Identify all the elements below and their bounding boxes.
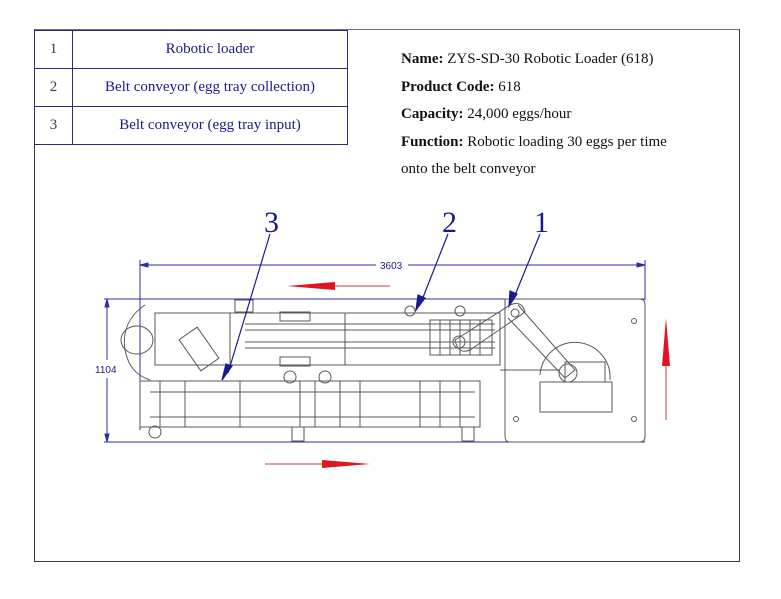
- product-function-cont: onto the belt conveyor: [401, 161, 536, 177]
- width-dimension: [139, 260, 646, 430]
- robot-base-plate: [500, 298, 646, 443]
- collection-conveyor: [154, 299, 501, 372]
- name-label: Name:: [401, 51, 444, 67]
- callout-3: 3: [264, 206, 279, 239]
- function-label: Function:: [401, 133, 464, 150]
- flow-arrow-left: [287, 282, 390, 290]
- product-function: Function: Robotic loading 30 eggs per ti…: [401, 129, 667, 157]
- flow-arrow-right: [265, 460, 370, 468]
- parts-legend-table: 1 Robotic loader 2 Belt conveyor (egg tr…: [34, 30, 348, 145]
- product-capacity: Capacity: 24,000 eggs/hour: [401, 101, 667, 129]
- capacity-label: Capacity:: [401, 106, 464, 122]
- product-name: Name: ZYS-SD-30 Robotic Loader (618): [401, 46, 667, 74]
- input-conveyor: [139, 370, 481, 442]
- callout-2: 2: [442, 206, 457, 239]
- function-value: Robotic loading 30 eggs per time: [467, 133, 667, 150]
- callout-leaders: [221, 233, 541, 381]
- capacity-value: 24,000 eggs/hour: [467, 106, 572, 122]
- callout-1: 1: [534, 206, 549, 239]
- guard-rail: [120, 304, 154, 381]
- legend-row: 3 Belt conveyor (egg tray input): [34, 106, 348, 145]
- code-label: Product Code:: [401, 78, 495, 95]
- code-value: 618: [498, 78, 521, 95]
- product-info: Name: ZYS-SD-30 Robotic Loader (618) Pro…: [401, 46, 667, 184]
- name-value: ZYS-SD-30 Robotic Loader (618): [447, 51, 654, 67]
- product-code: Product Code: 618: [401, 74, 667, 102]
- legend-description: Belt conveyor (egg tray input): [72, 106, 348, 145]
- legend-row: 1 Robotic loader: [34, 30, 348, 69]
- width-dimension-label: 3603: [380, 261, 403, 272]
- flow-arrow-up: [662, 318, 670, 420]
- legend-description: Robotic loader: [72, 30, 348, 69]
- legend-number: 3: [34, 106, 73, 145]
- robotic-arm: [452, 303, 606, 383]
- drawing-frame: [34, 29, 740, 562]
- height-dimension-label: 1104: [95, 365, 117, 376]
